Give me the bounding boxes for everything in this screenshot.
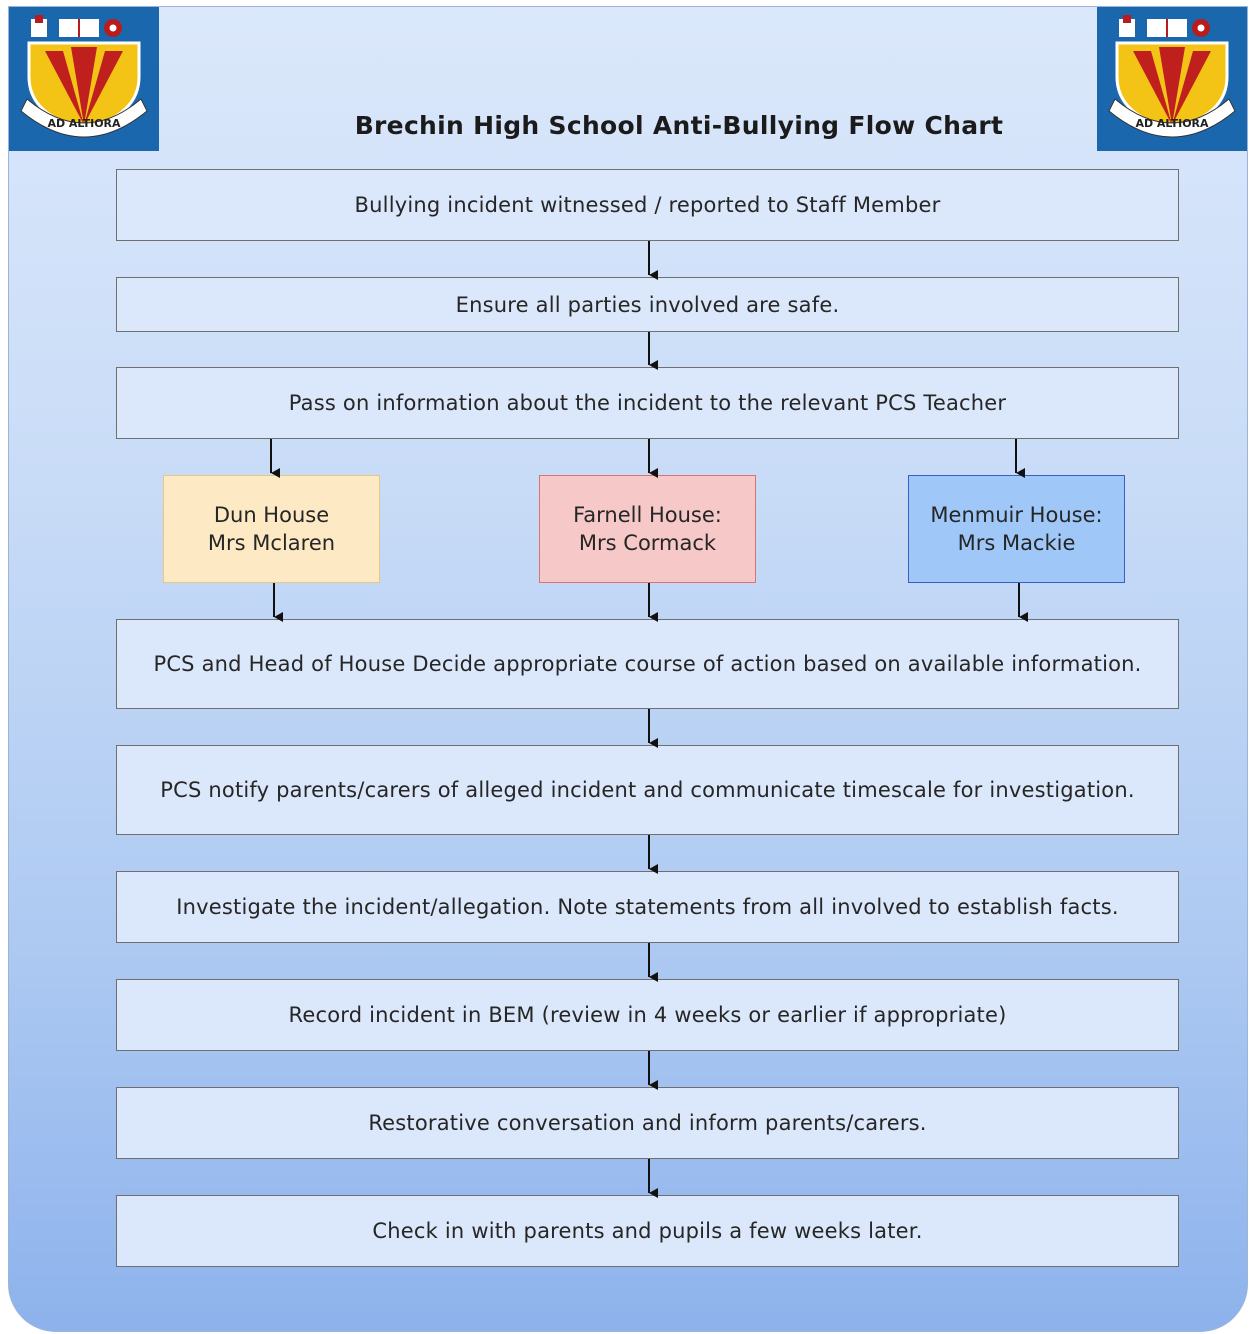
house-box-farnell: Farnell House: Mrs Cormack — [539, 475, 756, 583]
house-head-menmuir: Mrs Mackie — [957, 531, 1076, 555]
step-ensure-safe: Ensure all parties involved are safe. — [116, 277, 1179, 332]
step-check-in: Check in with parents and pupils a few w… — [116, 1195, 1179, 1267]
house-head-farnell: Mrs Cormack — [578, 531, 717, 555]
school-crest-right: AD ALTIORA — [1097, 7, 1247, 151]
house-name-menmuir: Menmuir House: — [930, 503, 1103, 527]
step-witnessed: Bullying incident witnessed / reported t… — [116, 169, 1179, 241]
step-decide-action: PCS and Head of House Decide appropriate… — [116, 619, 1179, 709]
house-head-dun: Mrs Mclaren — [207, 531, 336, 555]
chart-title: Brechin High School Anti-Bullying Flow C… — [354, 111, 1004, 140]
step-investigate: Investigate the incident/allegation. Not… — [116, 871, 1179, 943]
school-crest-left: AD ALTIORA — [9, 7, 159, 151]
crest-motto-left: AD ALTIORA — [47, 117, 121, 130]
step-record-bem: Record incident in BEM (review in 4 week… — [116, 979, 1179, 1051]
house-name-dun: Dun House — [213, 503, 330, 527]
house-name-farnell: Farnell House: — [573, 503, 722, 527]
flowchart-panel: AD ALTIORA AD ALTIORA Brechin High Schoo… — [8, 6, 1248, 1332]
connector-arrows — [270, 241, 1028, 1198]
step-restorative: Restorative conversation and inform pare… — [116, 1087, 1179, 1159]
house-box-menmuir: Menmuir House: Mrs Mackie — [908, 475, 1125, 583]
step-pass-on: Pass on information about the incident t… — [116, 367, 1179, 439]
step-notify-parents: PCS notify parents/carers of alleged inc… — [116, 745, 1179, 835]
crest-motto-right: AD ALTIORA — [1135, 117, 1209, 130]
